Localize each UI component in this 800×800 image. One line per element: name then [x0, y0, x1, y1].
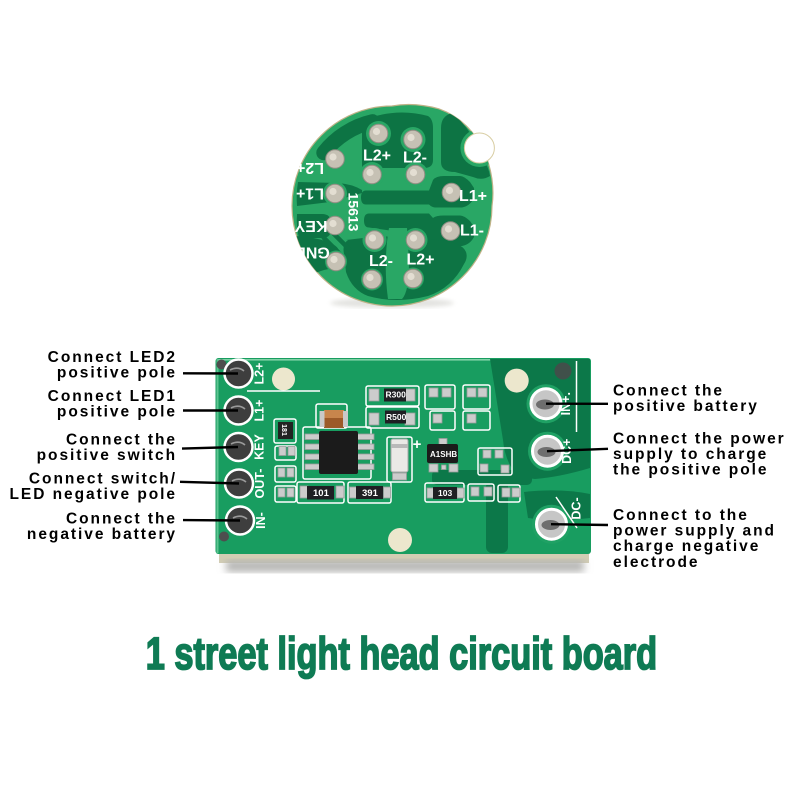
svg-text:L2+: L2+: [296, 159, 324, 176]
svg-text:electrode: electrode: [613, 554, 699, 571]
svg-text:Connect switch/: Connect switch/: [29, 471, 177, 488]
svg-text:+: +: [413, 436, 422, 453]
svg-text:charge negative: charge negative: [613, 538, 760, 555]
svg-text:Connect the power: Connect the power: [613, 431, 786, 448]
svg-text:IN-: IN-: [254, 512, 268, 529]
svg-text:KEY: KEY: [253, 433, 267, 459]
svg-text:OUT-: OUT-: [253, 469, 267, 499]
svg-text:L2+: L2+: [406, 252, 434, 269]
svg-text:Connect LED1: Connect LED1: [48, 388, 177, 405]
svg-text:Connect LED2: Connect LED2: [48, 349, 177, 366]
svg-text:L1-: L1-: [460, 223, 484, 240]
svg-text:15613: 15613: [346, 193, 362, 232]
svg-text:1 street light head circuit bo: 1 street light head circuit board: [146, 630, 657, 679]
svg-text:positive battery: positive battery: [613, 398, 759, 415]
svg-text:391: 391: [362, 488, 379, 499]
svg-text:LED negative pole: LED negative pole: [9, 486, 177, 503]
svg-text:the positive pole: the positive pole: [613, 462, 768, 479]
svg-text:L2+: L2+: [253, 363, 267, 385]
svg-text:Connect the: Connect the: [66, 510, 177, 527]
svg-text:DC-: DC-: [570, 497, 584, 519]
svg-text:Connect to the: Connect to the: [613, 507, 749, 524]
svg-text:KEY: KEY: [294, 217, 327, 234]
svg-text:L1+: L1+: [296, 184, 324, 201]
svg-text:R300: R300: [386, 390, 407, 400]
svg-text:A1SHB: A1SHB: [430, 450, 457, 459]
svg-text:Connect the: Connect the: [66, 432, 177, 449]
svg-text:L1+: L1+: [459, 188, 487, 205]
svg-text:positive switch: positive switch: [37, 447, 177, 464]
svg-text:R500: R500: [386, 412, 407, 422]
svg-text:103: 103: [438, 488, 452, 498]
svg-text:negative battery: negative battery: [27, 526, 177, 543]
svg-text:Connect the: Connect the: [613, 383, 724, 400]
svg-text:101: 101: [313, 488, 330, 499]
svg-text:positive pole: positive pole: [57, 365, 177, 382]
svg-text:L2-: L2-: [403, 150, 427, 167]
svg-text:L2+: L2+: [363, 148, 391, 165]
svg-text:GND: GND: [294, 244, 330, 261]
svg-text:181: 181: [280, 424, 287, 436]
svg-text:supply to charge: supply to charge: [613, 446, 768, 463]
svg-text:power supply and: power supply and: [613, 523, 776, 540]
svg-text:positive pole: positive pole: [57, 404, 177, 421]
svg-text:L1+: L1+: [253, 400, 267, 422]
svg-text:L2-: L2-: [369, 253, 393, 270]
